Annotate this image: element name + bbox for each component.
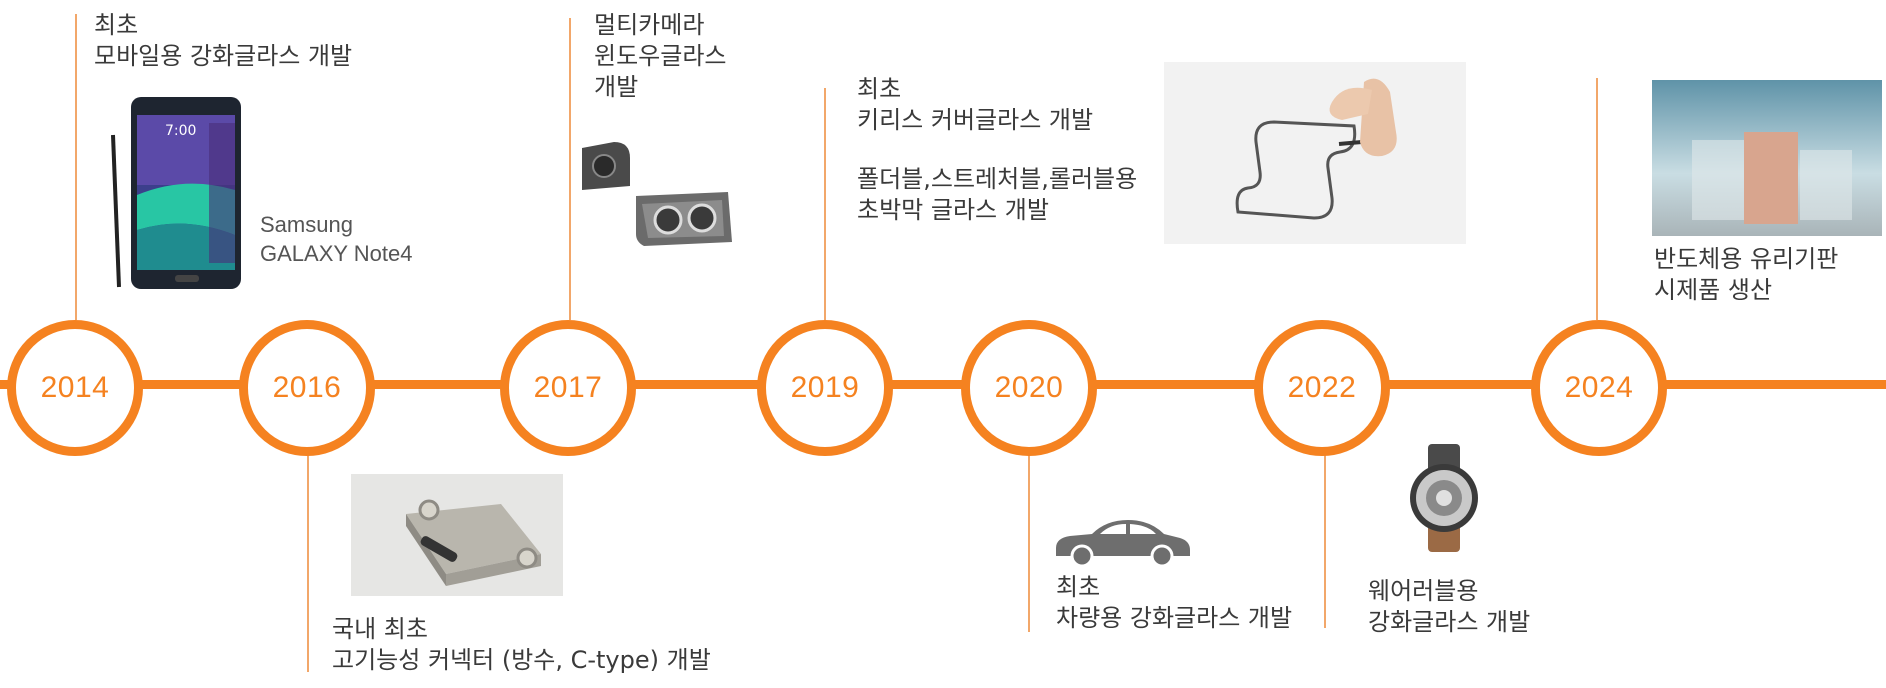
connector-2016 (307, 440, 309, 672)
caption-line: GALAXY Note4 (260, 241, 413, 266)
foldable-glass-image (1164, 62, 1466, 244)
milestone-line: 차량용 강화글라스 개발 (1056, 604, 1293, 632)
connector-2014 (75, 14, 77, 320)
glass-substrate-image (1652, 80, 1882, 236)
milestone-line: 개발 (594, 73, 639, 101)
milestone-line: 폴더블,스트레처블,롤러블용 (857, 165, 1138, 193)
smartwatch-image (1410, 444, 1478, 552)
year-label: 2014 (40, 371, 110, 404)
milestone-line: 국내 최초 (332, 615, 428, 643)
milestone-2016-text: 국내 최초 고기능성 커넥터 (방수, C-type) 개발 (332, 614, 711, 676)
year-label: 2016 (272, 371, 342, 404)
connector-2017 (569, 18, 571, 320)
milestone-2020-text: 최초 차량용 강화글라스 개발 (1056, 572, 1292, 634)
milestone-line: 시제품 생산 (1654, 276, 1773, 304)
milestone-2022-text: 웨어러블용 강화글라스 개발 (1368, 576, 1530, 638)
timeline-line (0, 380, 1886, 389)
milestone-line: 멀티카메라 (594, 11, 705, 39)
milestone-line: 웨어러블용 (1368, 577, 1479, 605)
camera-window-image (582, 142, 732, 246)
caption-line: Samsung (260, 212, 353, 237)
connector-2024 (1596, 78, 1598, 320)
year-node-2024: 2024 (1531, 320, 1667, 456)
milestone-line: 고기능성 커넥터 (방수, C-type) 개발 (332, 646, 711, 674)
connector-image (351, 474, 563, 596)
year-node-2020: 2020 (961, 320, 1097, 456)
milestone-line: 반도체용 유리기판 (1654, 245, 1839, 273)
year-label: 2019 (790, 371, 860, 404)
milestone-line: 최초 (1056, 573, 1101, 601)
phone-caption: Samsung GALAXY Note4 (260, 210, 412, 268)
milestone-line: 윈도우글라스 (594, 42, 727, 70)
milestone-2019-text: 최초 키리스 커버글라스 개발 (857, 74, 1093, 136)
year-node-2016: 2016 (239, 320, 375, 456)
milestone-line: 최초 (857, 75, 902, 103)
milestone-line: 키리스 커버글라스 개발 (857, 106, 1094, 134)
milestone-2024-text: 반도체용 유리기판 시제품 생산 (1654, 244, 1838, 306)
svg-text:7:00: 7:00 (165, 123, 196, 139)
year-label: 2022 (1287, 371, 1357, 404)
milestone-line: 최초 (94, 11, 139, 39)
connector-2022 (1324, 446, 1326, 628)
milestone-line: 모바일용 강화글라스 개발 (94, 42, 353, 70)
year-node-2014: 2014 (7, 320, 143, 456)
smartphone-image: 7:00 (111, 97, 241, 289)
year-node-2022: 2022 (1254, 320, 1390, 456)
year-node-2017: 2017 (500, 320, 636, 456)
milestone-2017-text: 멀티카메라 윈도우글라스 개발 (594, 10, 726, 103)
year-node-2019: 2019 (757, 320, 893, 456)
car-icon (1056, 520, 1190, 566)
connector-2020 (1028, 446, 1030, 632)
milestone-line: 강화글라스 개발 (1368, 608, 1531, 636)
connector-2019 (824, 88, 826, 320)
year-label: 2017 (533, 371, 603, 404)
milestone-line: 초박막 글라스 개발 (857, 196, 1049, 224)
year-label: 2020 (994, 371, 1064, 404)
year-label: 2024 (1564, 371, 1634, 404)
milestone-2019-text-2: 폴더블,스트레처블,롤러블용 초박막 글라스 개발 (857, 164, 1137, 226)
milestone-2014-text: 최초 모바일용 강화글라스 개발 (94, 10, 352, 72)
